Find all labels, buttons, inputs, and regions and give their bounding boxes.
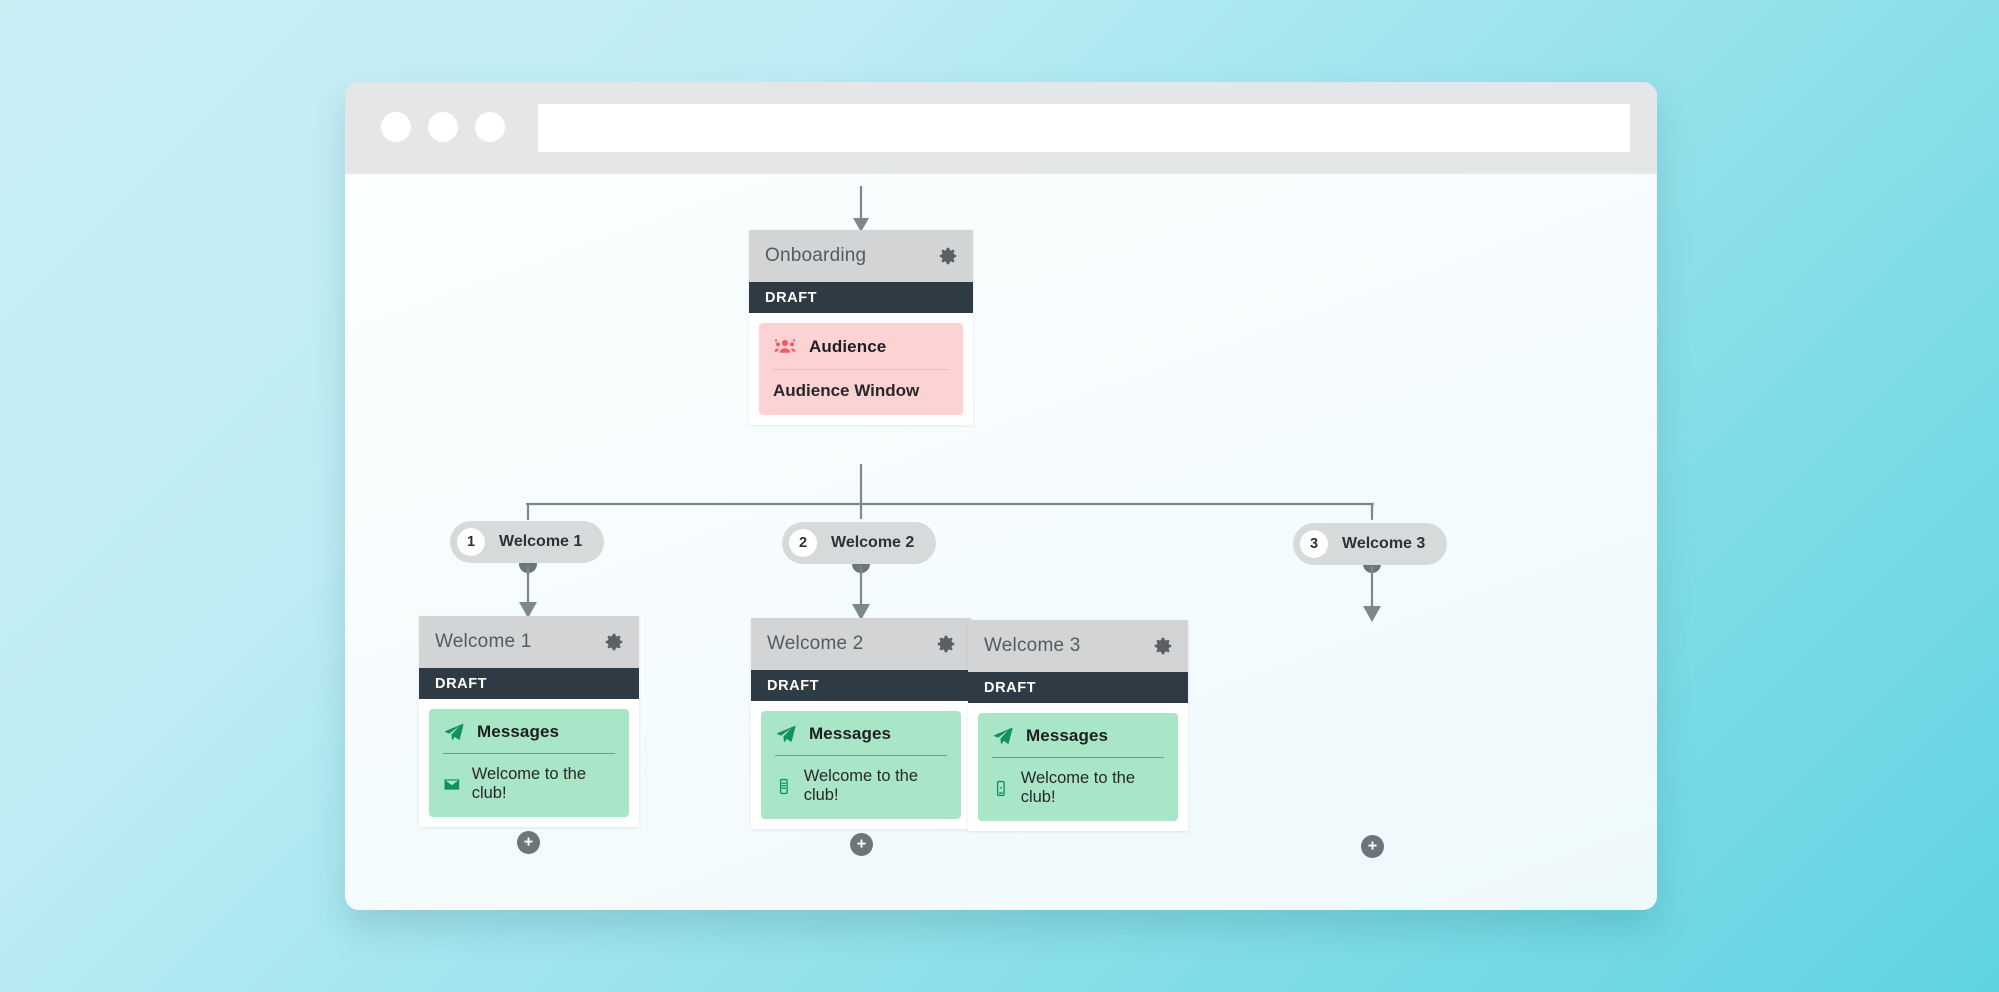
node-title: Onboarding: [765, 245, 867, 266]
plus-icon: [1368, 841, 1377, 850]
block-item[interactable]: Welcome to the club!: [443, 754, 615, 803]
block-item-label: Welcome to the club!: [471, 765, 587, 802]
block-label: Messages: [1026, 726, 1109, 745]
messages-block[interactable]: Messages Welcome to the club!: [761, 711, 961, 819]
gear-icon[interactable]: [937, 245, 959, 267]
flow-node-welcome-2[interactable]: Welcome 2 DRAFT Messa: [751, 618, 971, 829]
node-title: Welcome 1: [435, 631, 532, 652]
node-body: Messages Welcome to the club!: [419, 699, 639, 827]
block-label: Messages: [477, 722, 560, 741]
node-title: Welcome 3: [984, 635, 1081, 656]
node-status-badge: DRAFT: [968, 672, 1188, 703]
block-header: Messages: [443, 721, 615, 753]
step-label: Welcome 3: [1342, 535, 1426, 552]
paper-plane-icon: [777, 725, 796, 742]
node-body: Audience Audience Window: [749, 313, 973, 425]
step-number: 3: [1300, 530, 1328, 558]
paper-plane-icon: [994, 727, 1013, 744]
block-divider: [443, 753, 615, 754]
node-body: Messages Welcome to the club!: [751, 701, 971, 829]
node-header: Welcome 1: [419, 616, 639, 668]
block-label: Messages: [809, 724, 892, 743]
step-pill-welcome-3[interactable]: 3 Welcome 3: [1293, 523, 1448, 565]
step-number: 1: [457, 528, 485, 556]
status-label: DRAFT: [765, 289, 818, 306]
flow-node-welcome-1[interactable]: Welcome 1 DRAFT Messa: [419, 616, 639, 827]
browser-window: Onboarding DRAFT: [345, 82, 1657, 910]
block-item[interactable]: Audience Window: [773, 370, 949, 401]
node-header: Welcome 2: [751, 618, 971, 670]
block-header: Audience: [773, 335, 949, 369]
node-status-badge: DRAFT: [751, 670, 971, 701]
messages-block[interactable]: Messages Welcome to the club!: [429, 709, 629, 817]
add-step-button-welcome-1[interactable]: [517, 831, 540, 854]
node-title: Welcome 2: [767, 633, 864, 654]
flow-node-onboarding[interactable]: Onboarding DRAFT: [749, 230, 973, 425]
mobile-sms-icon: [779, 778, 788, 794]
node-status-badge: DRAFT: [749, 282, 973, 313]
block-item[interactable]: Welcome to the club!: [775, 756, 947, 805]
node-body: Messages Welcome to the club!: [968, 703, 1188, 831]
step-label: Welcome 2: [831, 534, 915, 551]
status-label: DRAFT: [767, 677, 820, 694]
browser-chrome: [345, 82, 1657, 174]
window-controls: [381, 112, 505, 142]
envelope-icon: [444, 778, 460, 790]
block-divider: [773, 369, 949, 370]
messages-block[interactable]: Messages Welcome to the club!: [978, 713, 1178, 821]
block-item[interactable]: Welcome to the club!: [992, 758, 1164, 807]
block-divider: [775, 755, 947, 756]
node-header: Onboarding: [749, 230, 973, 282]
node-status-badge: DRAFT: [419, 668, 639, 699]
audience-block[interactable]: Audience Audience Window: [759, 323, 963, 415]
status-label: DRAFT: [984, 679, 1037, 696]
mobile-sms-icon: [996, 780, 1005, 796]
window-close-button[interactable]: [381, 112, 411, 142]
plus-icon: [857, 839, 866, 848]
step-label: Welcome 1: [499, 533, 583, 550]
add-step-button-welcome-2[interactable]: [850, 833, 873, 856]
block-header: Messages: [775, 723, 947, 755]
block-item-label: Welcome to the club!: [803, 767, 919, 804]
window-minimize-button[interactable]: [428, 112, 458, 142]
status-label: DRAFT: [435, 675, 488, 692]
node-header: Welcome 3: [968, 620, 1188, 672]
flow-node-welcome-3[interactable]: Welcome 3 DRAFT Messa: [968, 620, 1188, 831]
gear-icon[interactable]: [1152, 635, 1174, 657]
block-item-label: Audience Window: [773, 381, 920, 400]
add-step-button-welcome-3[interactable]: [1361, 835, 1384, 858]
block-item-label: Welcome to the club!: [1020, 769, 1136, 806]
block-divider: [992, 757, 1164, 758]
gear-icon[interactable]: [603, 631, 625, 653]
step-pill-welcome-2[interactable]: 2 Welcome 2: [782, 522, 937, 564]
plus-icon: [524, 837, 533, 846]
step-pill-welcome-1[interactable]: 1 Welcome 1: [450, 521, 605, 563]
step-number: 2: [789, 529, 817, 557]
block-label: Audience: [809, 337, 887, 356]
address-bar[interactable]: [538, 104, 1630, 152]
audience-people-icon: [774, 339, 796, 353]
paper-plane-icon: [445, 723, 464, 740]
gear-icon[interactable]: [935, 633, 957, 655]
block-header: Messages: [992, 725, 1164, 757]
flow-canvas: Onboarding DRAFT: [345, 174, 1657, 910]
window-maximize-button[interactable]: [475, 112, 505, 142]
